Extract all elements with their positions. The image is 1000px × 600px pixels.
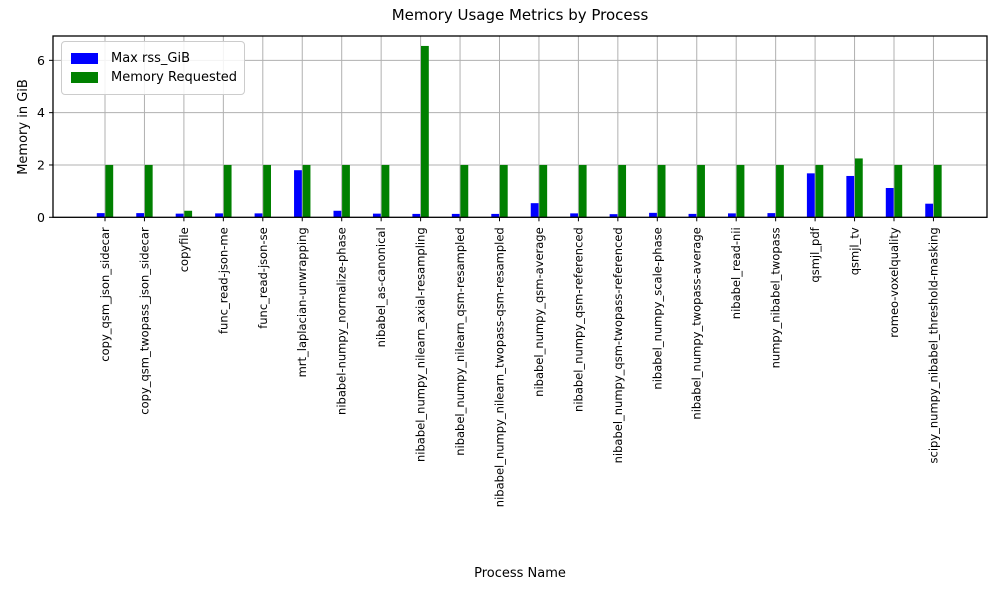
x-tick-label: nibabel_as-canonical — [374, 227, 388, 347]
axes-spines — [52, 35, 988, 218]
bar-max-rss — [530, 203, 539, 218]
legend-label-max-rss: Max rss_GiB — [111, 51, 191, 66]
x-tick-label: nibabel_numpy_qsm-twopass-referenced — [611, 227, 625, 463]
bar-max-rss — [175, 213, 184, 218]
bar-memory-requested — [460, 164, 469, 218]
bar-max-rss — [451, 213, 460, 218]
x-tick-label: copy_qsm_json_sidecar — [98, 227, 112, 362]
bar-memory-requested — [815, 164, 824, 218]
bar-memory-requested — [618, 164, 627, 218]
bar-max-rss — [728, 213, 736, 218]
bar-memory-requested — [144, 164, 153, 218]
bar-memory-requested — [342, 164, 350, 218]
bar-memory-requested — [697, 164, 705, 218]
x-tick-label: nibabel_numpy_qsm-referenced — [571, 227, 585, 412]
bar-max-rss — [215, 213, 223, 218]
x-tick-label: nibabel_numpy_scale-phase — [650, 227, 664, 389]
bar-memory-requested — [933, 164, 942, 218]
x-tick-label: copyfile — [177, 227, 191, 272]
bar-max-rss — [136, 213, 145, 218]
bar-memory-requested — [776, 164, 784, 218]
bar-max-rss — [412, 213, 421, 218]
bar-memory-requested — [302, 164, 311, 218]
x-tick-label: scipy_numpy_nibabel_threshold-masking — [926, 227, 940, 463]
y-tick-label: 2 — [37, 157, 45, 172]
legend-label-memory-requested: Memory Requested — [111, 70, 238, 85]
bar-memory-requested — [105, 164, 114, 218]
x-tick-label: nibabel_numpy_nilearn_axial-resampling — [414, 227, 428, 462]
bar-max-rss — [96, 213, 105, 218]
legend-item-max-rss: Max rss_GiB — [71, 49, 234, 68]
bar-max-rss — [372, 213, 381, 218]
bar-memory-requested — [499, 164, 508, 218]
x-tick-label: qsmjl_tv — [848, 227, 862, 275]
x-tick-label: nibabel_numpy_twopass-average — [690, 227, 704, 419]
chart-title: Memory Usage Metrics by Process — [391, 6, 649, 24]
bar-memory-requested — [578, 164, 587, 218]
x-tick-label: nibabel_numpy_nilearn_qsm-resampled — [453, 227, 467, 455]
x-tick-label: copy_qsm_twopass_json_sidecar — [137, 227, 151, 415]
x-tick-label: func_read-json-me — [216, 227, 230, 334]
bar-memory-requested — [854, 158, 863, 218]
legend-swatch-max-rss-icon — [71, 53, 98, 64]
bar-max-rss — [806, 173, 815, 218]
bar-memory-requested — [894, 164, 903, 218]
bar-memory-requested — [381, 164, 390, 218]
bar-max-rss — [767, 213, 776, 218]
x-tick-label: nibabel_numpy_nilearn_twopass-qsm-resamp… — [493, 227, 507, 507]
bar-max-rss — [491, 213, 500, 218]
x-tick-label: nibabel_numpy_qsm-average — [532, 227, 546, 397]
bar-memory-requested — [184, 210, 193, 218]
x-tick-label: numpy_nibabel_twopass — [769, 227, 783, 368]
bar-memory-requested — [657, 164, 666, 218]
legend-swatch-memory-requested-icon — [71, 72, 98, 83]
bar-max-rss — [649, 212, 657, 218]
y-tick-label: 4 — [37, 105, 45, 120]
bar-memory-requested — [539, 164, 548, 218]
bar-max-rss — [688, 213, 697, 218]
bar-memory-requested — [223, 164, 232, 218]
bar-max-rss — [254, 213, 263, 218]
bar-max-rss — [925, 203, 934, 218]
x-tick-label: qsmjl_pdf — [808, 226, 822, 282]
x-tick-label: nibabel_read-nii — [729, 227, 743, 319]
x-tick-label: romeo-voxelquality — [887, 227, 901, 338]
bar-max-rss — [333, 210, 342, 218]
legend: Max rss_GiB Memory Requested — [61, 41, 245, 95]
legend-item-memory-requested: Memory Requested — [71, 68, 238, 87]
x-tick-label: nibabel-numpy_normalize-phase — [335, 227, 349, 415]
bar-max-rss — [294, 170, 302, 218]
x-tick-label: func_read-json-se — [256, 227, 270, 328]
bar-memory-requested — [421, 45, 429, 218]
y-tick-label: 0 — [37, 210, 45, 225]
x-axis-label: Process Name — [474, 566, 566, 581]
bar-max-rss — [846, 175, 855, 218]
bar-max-rss — [885, 187, 894, 218]
bar-max-rss — [609, 214, 618, 218]
bar-memory-requested — [263, 164, 271, 218]
x-tick-label: mrt_laplacian-unwrapping — [295, 227, 309, 377]
bar-max-rss — [570, 213, 578, 218]
bar-memory-requested — [736, 164, 745, 218]
y-tick-label: 6 — [37, 53, 45, 68]
